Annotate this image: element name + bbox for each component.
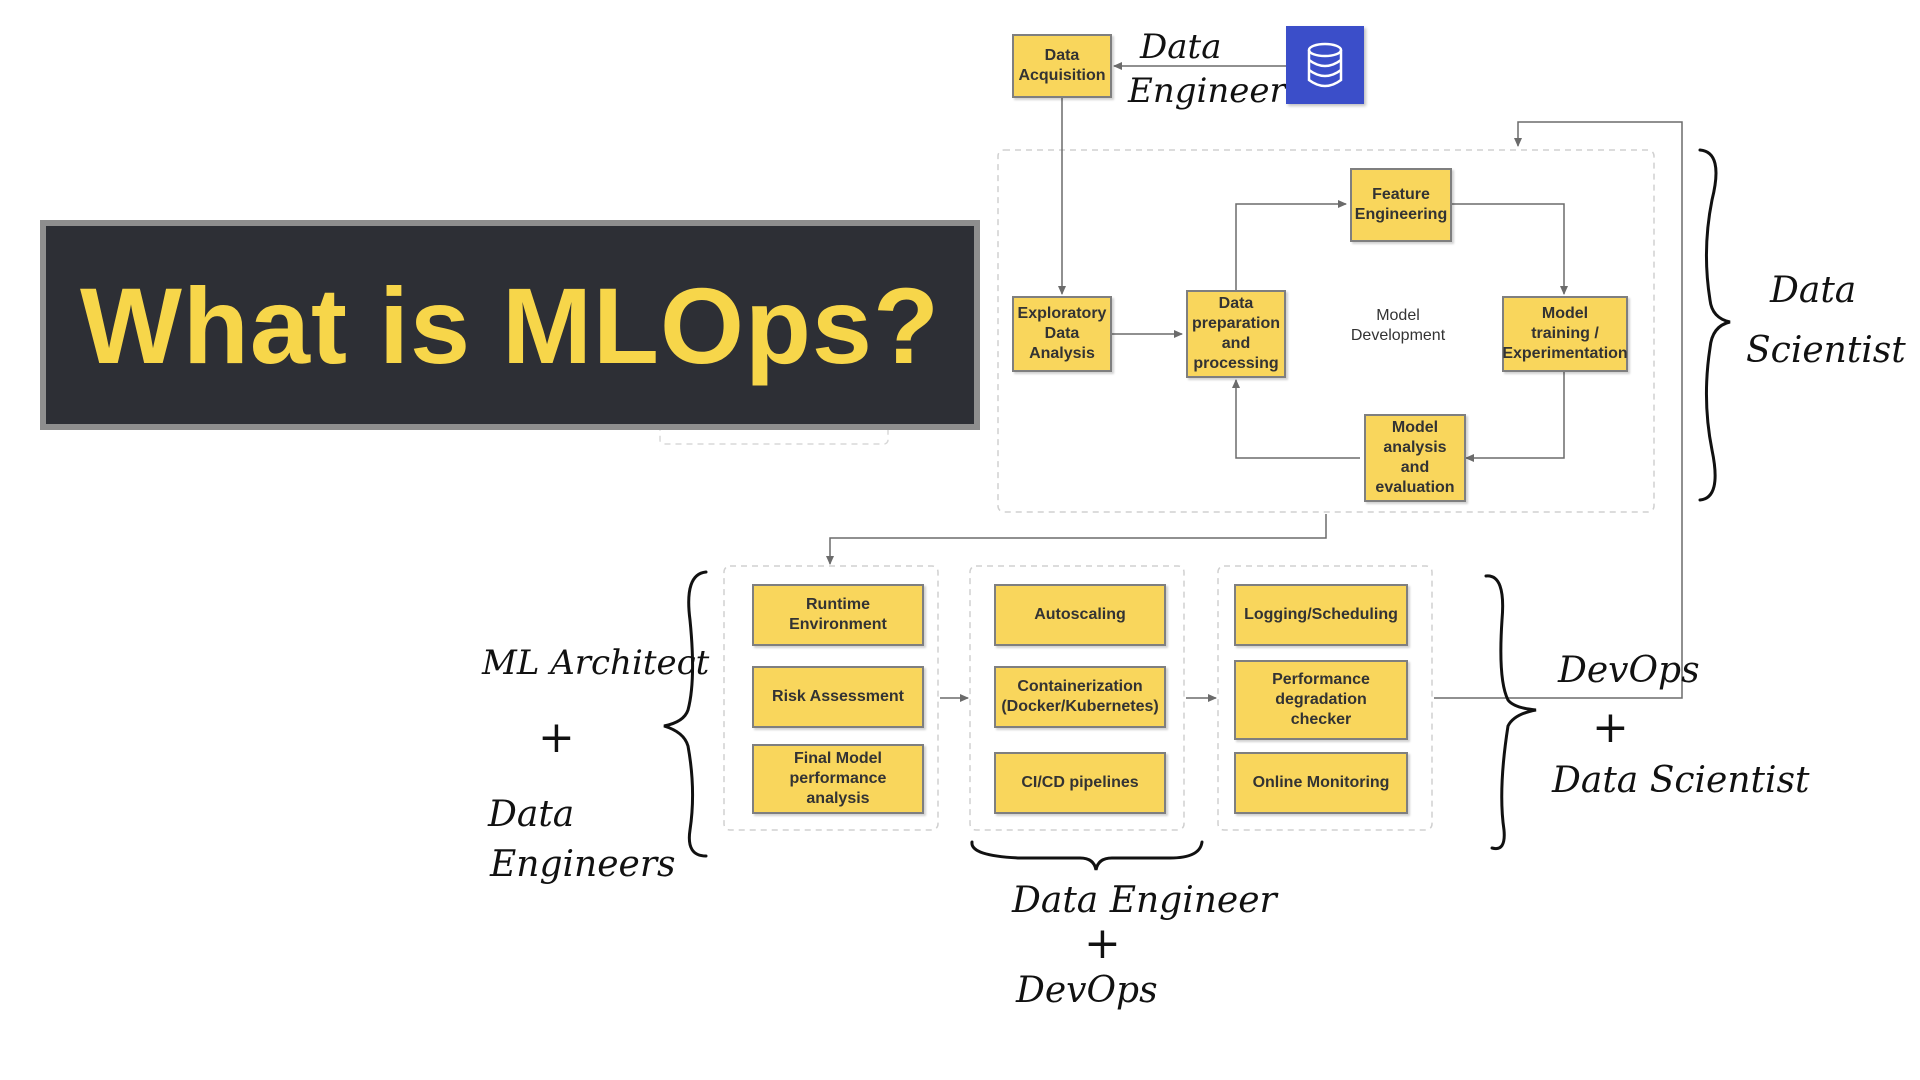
feature-to-training-arrow [1452,203,1568,295]
page-title: What is MLOps? [80,264,940,386]
deployment-group-2-container [969,565,1185,831]
containerization-box: Containerization (Docker/Kubernetes) [994,666,1166,728]
deployment-group-3-container [1217,565,1433,831]
annotation-bottom-data-engineer: Data Engineer [1011,880,1279,921]
performance-degradation-checker-box: Performance degradation checker [1234,660,1408,740]
annotation-bottom-devops: DevOps [1015,970,1158,1011]
title-banner: What is MLOps? [40,220,980,430]
feedback-loop-arrow [1434,121,1683,699]
logging-scheduling-box: Logging/Scheduling [1234,584,1408,646]
data-scientist-brace [1698,148,1731,502]
annotation-plus-right: + [1592,702,1629,753]
deployment-group-1-container [723,565,939,831]
online-monitoring-box: Online Monitoring [1234,752,1408,814]
annotation-data-scientist-2: Scientist [1746,330,1906,371]
annotation-devops: DevOps [1557,650,1700,691]
devops-brace [1484,574,1537,851]
model-development-label: Model Development [1350,307,1446,344]
model-development-container [997,149,1655,513]
model-analysis-box: Model analysis and evaluation [1364,414,1466,502]
annotation-data-engineer-top-2: Engineer [1127,71,1287,111]
annotation-ml-architect: ML Architect [481,643,710,683]
data-preparation-box: Data preparation and processing [1186,290,1286,378]
ml-architect-brace [663,570,708,858]
annotation-data-engineers-2: Engineers [489,844,676,885]
annotation-plus-left: + [538,712,575,763]
runtime-environment-box: Runtime Environment [752,584,924,646]
bottom-brace [970,840,1204,871]
feature-engineering-box: Feature Engineering [1350,168,1452,242]
annotation-data-engineers-1: Data [487,794,574,835]
annotation-plus-bottom: + [1084,918,1121,969]
annotation-data-scientist-1: Data [1769,270,1856,311]
data-acquisition-box: Data Acquisition [1012,34,1112,98]
model-training-box: Model training / Experimentation [1502,296,1628,372]
training-to-analysis-arrow [1465,372,1565,462]
model-dev-to-deployment-arrow [826,514,1327,565]
cicd-pipelines-box: CI/CD pipelines [994,752,1166,814]
annotation-data-engineer-top-1: Data [1139,27,1221,67]
analysis-to-prep-arrow [1232,379,1360,459]
autoscaling-box: Autoscaling [994,584,1166,646]
annotation-data-scientist-bottom: Data Scientist [1551,760,1810,801]
database-icon [1286,26,1364,104]
risk-assessment-box: Risk Assessment [752,666,924,728]
prep-to-feature-arrow [1235,200,1347,290]
exploratory-data-analysis-box: Exploratory Data Analysis [1012,296,1112,372]
final-model-performance-box: Final Model performance analysis [752,744,924,814]
